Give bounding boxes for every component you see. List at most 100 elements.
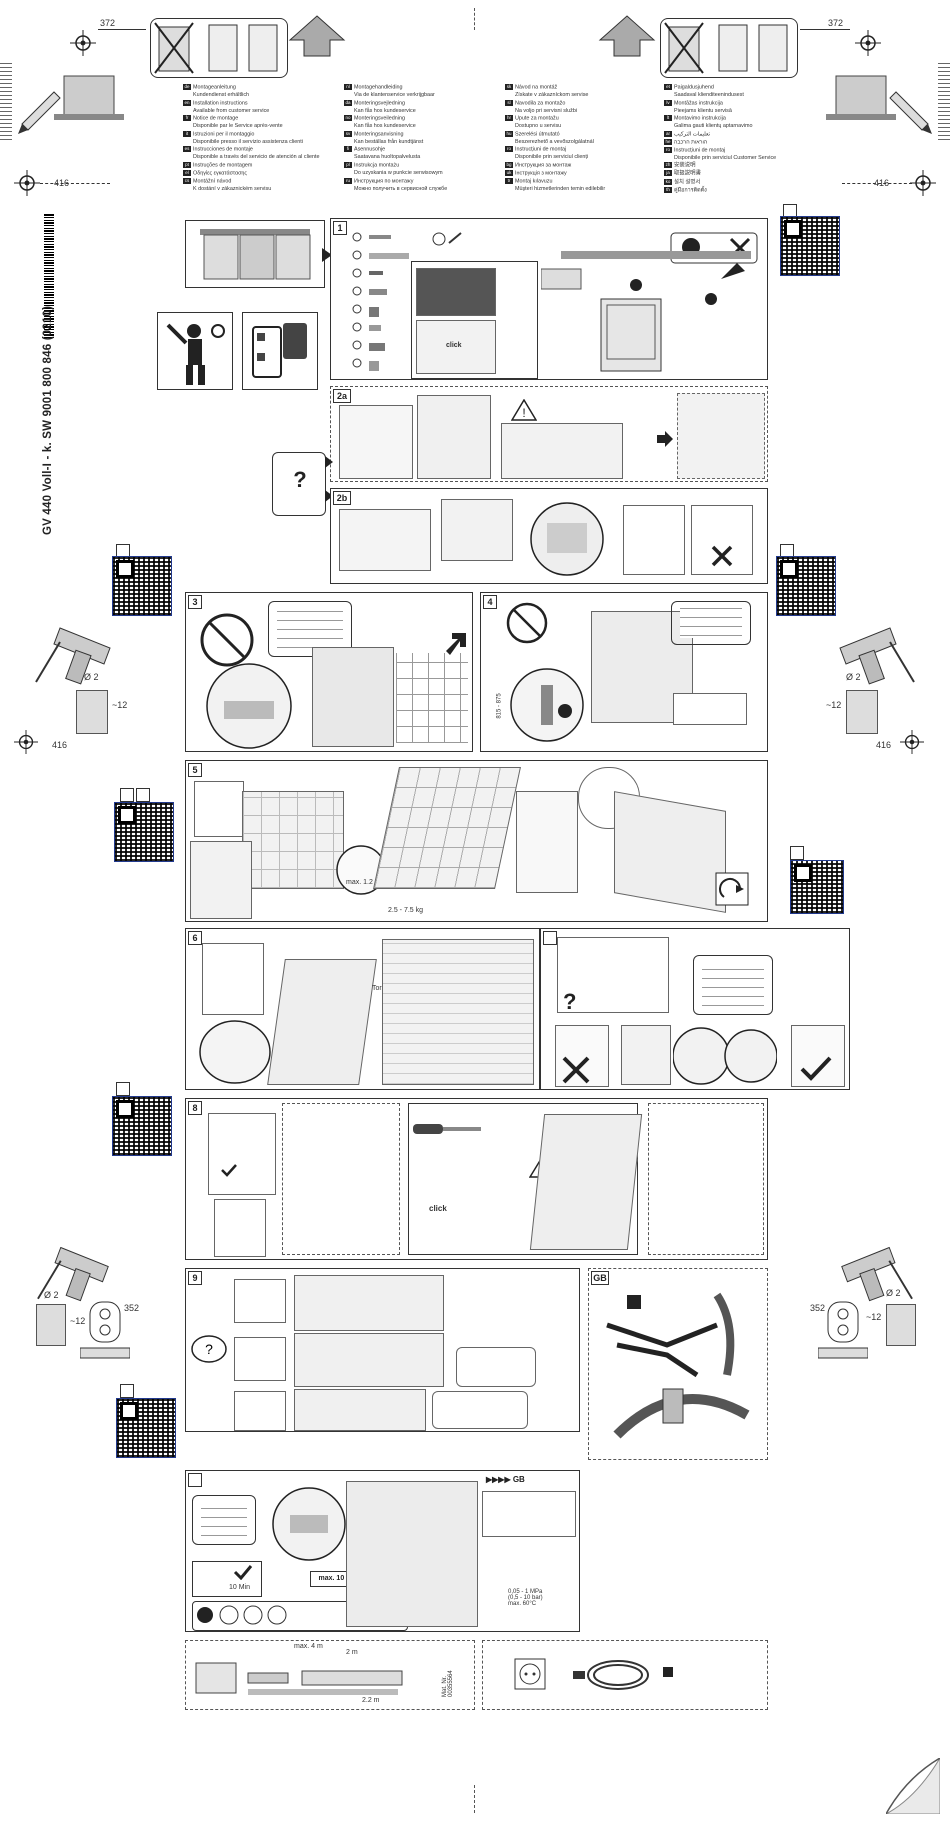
door-frame-illustration bbox=[214, 1199, 266, 1257]
crosshair-icon bbox=[855, 30, 881, 56]
language-text: Montážní návod bbox=[193, 178, 232, 185]
chevron-right-icon bbox=[325, 490, 333, 502]
page-curl-icon bbox=[886, 1758, 940, 1814]
step-number: 8 bbox=[188, 1101, 202, 1115]
under-sink-illustration bbox=[346, 1481, 478, 1627]
step-number: 9 bbox=[188, 1271, 202, 1285]
drill-distance-right: 416 bbox=[876, 740, 892, 750]
qr-code[interactable] bbox=[112, 1096, 172, 1156]
language-text: Instrucțiuni de montaj bbox=[674, 147, 726, 154]
dishwasher-front-illustration bbox=[501, 423, 623, 479]
dishwasher-side-illustration bbox=[312, 647, 394, 747]
qr-code[interactable] bbox=[780, 216, 840, 276]
kitchen-cabinet-illustration bbox=[200, 229, 311, 280]
door-open-illustration bbox=[267, 959, 377, 1085]
parts-list-illustration bbox=[352, 232, 409, 371]
chevron-right-icon bbox=[322, 248, 332, 262]
language-code: hr bbox=[505, 115, 513, 122]
check-icon bbox=[233, 1565, 253, 1580]
tap-detail bbox=[482, 1491, 576, 1537]
magnify-circle-illustration bbox=[206, 663, 292, 749]
language-text: Інструкція з монтажу bbox=[515, 170, 567, 177]
language-entry: Disponible a través del servicio de aten… bbox=[183, 154, 319, 162]
click-label: click bbox=[429, 1204, 447, 1213]
arrow-right-icon bbox=[657, 431, 673, 447]
rail-detail-a bbox=[282, 1103, 400, 1255]
prohibited-icon bbox=[200, 613, 254, 667]
qr-code[interactable] bbox=[116, 1398, 176, 1458]
cabinet-front-illustration bbox=[194, 781, 244, 837]
language-text: Saadaval klienditeenindusest bbox=[674, 92, 744, 99]
ruler-strip bbox=[0, 60, 12, 140]
language-text: Disponible a través del servicio de aten… bbox=[193, 154, 320, 161]
language-entry: Získate v zákazníckom servise bbox=[505, 92, 605, 100]
language-code: ro bbox=[505, 146, 513, 153]
language-code: sk bbox=[505, 84, 513, 90]
appliance-in-niche-illustration bbox=[417, 395, 491, 479]
cabinet-edge-detail bbox=[677, 393, 765, 479]
level-indicator-panel bbox=[673, 693, 747, 725]
drill-hole-diagram bbox=[36, 1304, 66, 1346]
template-sheet-illustration bbox=[373, 767, 521, 889]
drill-distance-left: 416 bbox=[52, 740, 68, 750]
language-entry: Можно получить в сервисной службе bbox=[344, 186, 447, 194]
qr-marker bbox=[120, 788, 134, 802]
arrow-up-right-icon bbox=[446, 633, 466, 655]
language-code: ja bbox=[664, 170, 672, 177]
language-code: nl bbox=[344, 84, 352, 90]
language-text: Beszerezhető a vevőszolgálatnál bbox=[515, 138, 594, 145]
qr-code[interactable] bbox=[114, 802, 174, 862]
notes-box bbox=[671, 601, 751, 645]
notes-box bbox=[268, 601, 352, 657]
template-strip-right bbox=[660, 18, 798, 78]
language-code: he bbox=[664, 138, 672, 145]
question-cloud-icon: ? bbox=[191, 1335, 227, 1363]
screwdriver-illustration bbox=[413, 1124, 481, 1134]
crosshair-icon bbox=[14, 170, 40, 196]
drill-diameter-left: Ø 2 bbox=[84, 672, 99, 682]
qr-code[interactable] bbox=[776, 556, 836, 616]
qr-code[interactable] bbox=[790, 860, 844, 914]
language-text: Paigaldusjuhend bbox=[674, 84, 714, 91]
crosshair-icon bbox=[70, 30, 96, 56]
drill-hole-diagram bbox=[886, 1304, 916, 1346]
step-5-panel: 5 max. 1.2 m 2.5 - 7.5 kg bbox=[185, 760, 768, 922]
step-7-panel: ? bbox=[540, 928, 850, 1090]
pencil-mark-icon bbox=[18, 75, 124, 134]
language-entry: Kundendienst erhältlich bbox=[183, 92, 319, 100]
intro-cabinet-panel bbox=[185, 220, 325, 288]
crosshair-icon bbox=[900, 730, 924, 754]
dimension-line bbox=[842, 183, 912, 184]
step-4-panel: 4 815 - 875 bbox=[480, 592, 768, 752]
prohibited-icon bbox=[506, 602, 548, 644]
cabinet-drill-icon bbox=[664, 22, 788, 74]
dimension-top-right: 372 bbox=[828, 18, 844, 28]
step-3-panel: 3 bbox=[185, 592, 473, 752]
language-text: Kan beställas från kundtjänst bbox=[354, 138, 424, 145]
step-number: 6 bbox=[188, 931, 202, 945]
language-code: pl bbox=[344, 162, 352, 169]
language-text: Можно получить в сервисной службе bbox=[354, 185, 448, 192]
max-length-label: max. 1.2 m bbox=[346, 879, 381, 886]
door-options-illustration bbox=[208, 1113, 276, 1195]
qr-code[interactable] bbox=[112, 556, 172, 616]
drill-icon bbox=[839, 627, 915, 685]
hose-max-label: max. 4 m bbox=[294, 1643, 323, 1650]
cutting-pliers-illustration bbox=[606, 1292, 750, 1439]
language-text: Instruções de montagem bbox=[193, 162, 253, 169]
notes-box bbox=[192, 1495, 256, 1545]
hose-illustration bbox=[195, 1662, 403, 1695]
gb-indicator: ▶▶▶▶ GB bbox=[486, 1475, 525, 1484]
